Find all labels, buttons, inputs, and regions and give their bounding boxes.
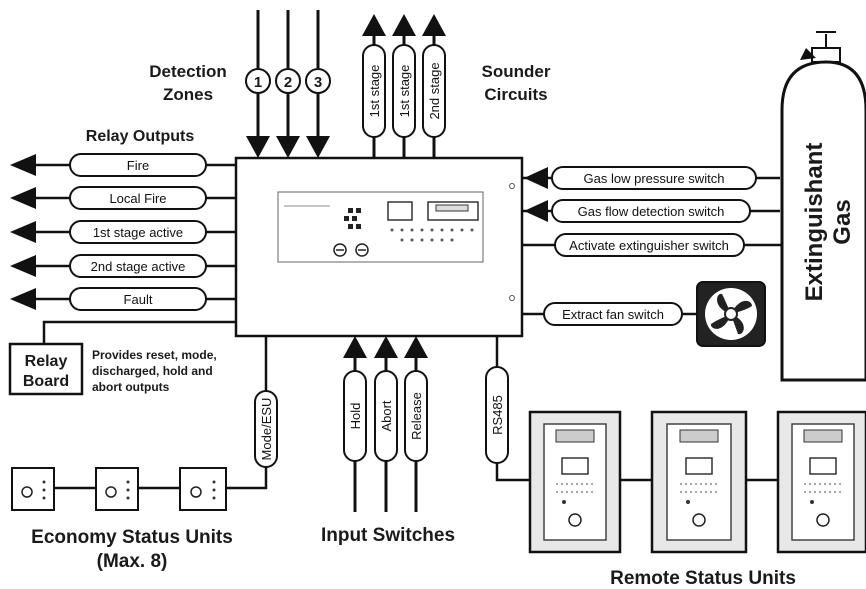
remote-status-units (528, 410, 866, 554)
relay-output-local-fire (69, 186, 207, 210)
extract-fan-icon (696, 281, 766, 347)
esu-connector (226, 466, 268, 490)
economy-status-label: Economy Status Units (31, 527, 233, 548)
relay-output-label-1: Fire (127, 158, 149, 173)
right-io-pills: Gas low pressure switch Gas flow detecti… (543, 166, 757, 326)
panel-keypad (344, 208, 361, 229)
mode-esu-label: Mode/ESU (259, 398, 274, 461)
remote-status-label: Remote Status Units (610, 568, 796, 589)
relay-board-connector (42, 320, 236, 344)
release-switch-pill (404, 370, 428, 462)
panel-lcd (387, 201, 413, 221)
mode-esu-pill (254, 390, 278, 468)
relay-output-pills: Fire Local Fire 1st stage active 2nd sta… (69, 153, 207, 311)
activate-extinguisher-label: Activate extinguisher switch (569, 238, 729, 253)
relay-output-label-3: 1st stage active (93, 225, 183, 240)
economy-status-max: (Max. 8) (97, 551, 168, 572)
relay-board-line2: Board (23, 373, 69, 390)
rs485-label: RS485 (490, 395, 505, 435)
relay-board-note-2: discharged, hold and (92, 364, 213, 378)
relay-output-arrowheads (10, 154, 36, 310)
sounder-stage-1: 1st stage (367, 65, 382, 118)
relay-output-label-2: Local Fire (109, 191, 166, 206)
input-switches-label: Input Switches (321, 525, 455, 546)
extract-fan-label: Extract fan switch (562, 307, 664, 322)
zone-2-circle (275, 68, 301, 94)
release-switch-label: Release (409, 392, 424, 440)
rs485-pill (485, 366, 509, 464)
sounder-label-line2: Circuits (484, 85, 547, 104)
relay-output-fault (69, 287, 207, 311)
relay-board-note-1: Provides reset, mode, (92, 348, 217, 362)
relay-output-fire (69, 153, 207, 177)
zone-3-number: 3 (314, 74, 322, 91)
gas-cylinder: Extinguishant Gas (780, 31, 866, 382)
rs485-connector (495, 462, 530, 482)
abort-switch-label: Abort (379, 400, 394, 431)
extinguishant-label: Extinguishant (801, 143, 828, 302)
sounder-label-line1: Sounder (482, 62, 551, 81)
detection-label-line1: Detection (149, 62, 226, 81)
hold-switch-label: Hold (348, 403, 363, 430)
relay-output-label-4: 2nd stage active (91, 259, 186, 274)
economy-unit-1 (11, 467, 55, 511)
economy-unit-3 (179, 467, 227, 511)
relay-board-box (8, 342, 84, 396)
input-switch-lines (353, 356, 418, 512)
detection-label-line2: Zones (163, 85, 213, 104)
activate-extinguisher-pill (554, 233, 745, 257)
input-switch-pills: Hold Abort Release (343, 370, 428, 462)
hold-switch-pill (343, 370, 367, 462)
remote-unit-3 (776, 410, 866, 554)
gas-low-pressure-pill (551, 166, 757, 190)
control-panel (234, 156, 524, 338)
sounder-lines (372, 34, 436, 158)
zone-circles: 1 2 3 (245, 68, 331, 94)
extract-fan-pill (543, 302, 683, 326)
panel-keyswitches (333, 243, 369, 257)
relay-output-1st-stage (69, 220, 207, 244)
gas-flow-detection-pill (551, 199, 751, 223)
sounder-stage-2: 1st stage (397, 65, 412, 118)
relay-board-line1: Relay (25, 353, 68, 370)
gas-low-pressure-label: Gas low pressure switch (584, 171, 725, 186)
gas-flow-detection-label: Gas flow detection switch (578, 204, 725, 219)
remote-unit-2 (650, 410, 748, 554)
zone-arrowheads (246, 136, 330, 158)
economy-status-units (11, 467, 227, 511)
abort-switch-pill (374, 370, 398, 462)
sounder-stage-3: 2nd stage (427, 62, 442, 119)
relay-output-label-5: Fault (124, 292, 153, 307)
relay-output-2nd-stage (69, 254, 207, 278)
zone-1-number: 1 (254, 74, 262, 91)
zone-lines (256, 10, 320, 140)
input-switch-arrowheads (343, 336, 428, 358)
relay-outputs-label: Relay Outputs (86, 128, 195, 145)
zone-1-circle (245, 68, 271, 94)
zone-3-circle (305, 68, 331, 94)
sounder-arrowheads (362, 14, 446, 36)
remote-unit-1 (528, 410, 622, 554)
economy-unit-2 (95, 467, 139, 511)
gas-label: Gas (829, 199, 856, 244)
zone-2-number: 2 (284, 74, 292, 91)
relay-board-note-3: abort outputs (92, 380, 170, 394)
sounder-pills: 1st stage 1st stage 2nd stage (362, 44, 446, 138)
